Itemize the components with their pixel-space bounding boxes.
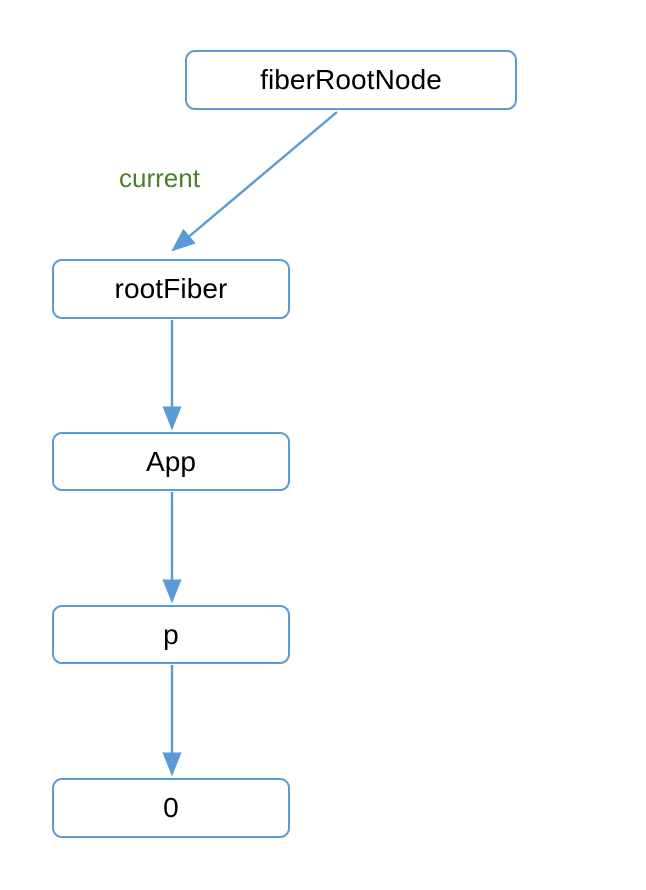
node-p[interactable]: p — [52, 605, 290, 664]
node-label-p: p — [163, 618, 179, 650]
node-label-app: App — [145, 445, 197, 477]
node-label-root-fiber: rootFiber — [114, 273, 228, 304]
node-label-zero: 0 — [163, 792, 179, 823]
edge-label-current: current — [119, 163, 200, 193]
node-fiber-root-node[interactable]: fiberRootNode — [185, 50, 517, 110]
node-zero[interactable]: 0 — [52, 778, 290, 838]
node-app[interactable]: App — [52, 432, 290, 491]
node-label-fiber-root-node: fiberRootNode — [260, 64, 442, 95]
node-root-fiber[interactable]: rootFiber — [52, 259, 290, 319]
